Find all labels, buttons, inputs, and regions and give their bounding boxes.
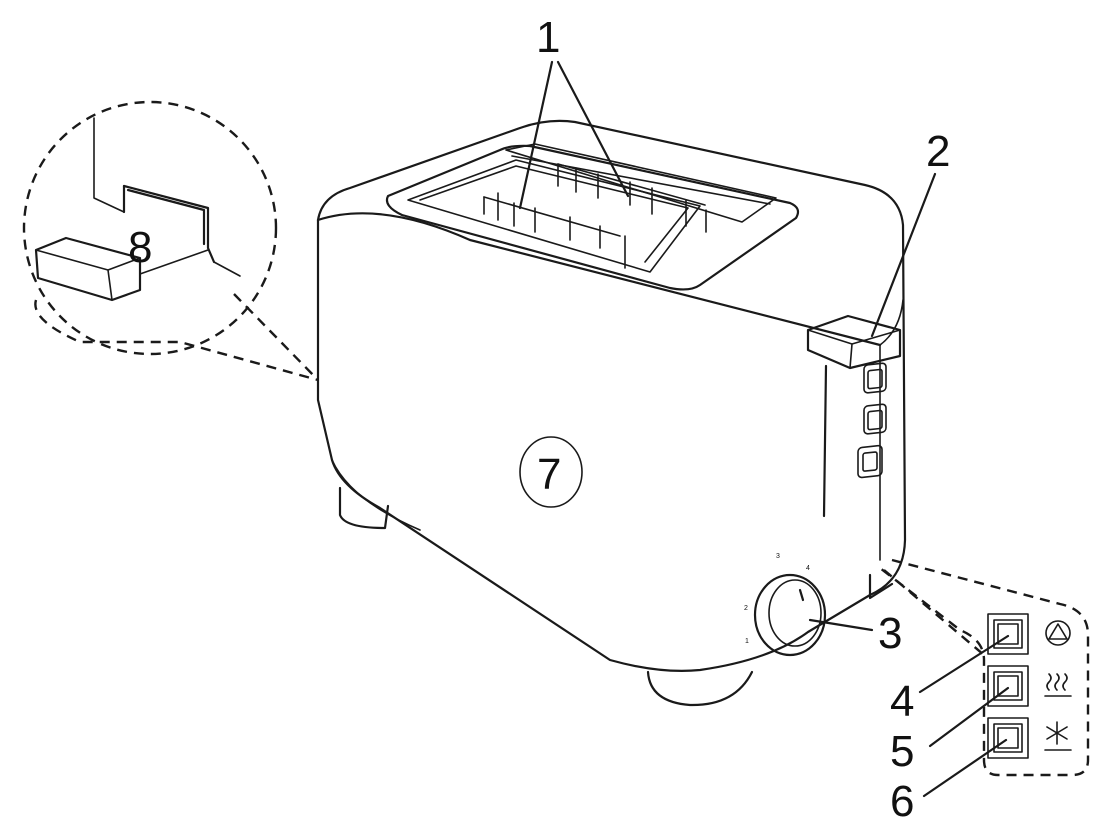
stop-triangle-icon (1045, 620, 1071, 646)
dial-number-4: 4 (806, 565, 810, 572)
reheat-button-frame (987, 665, 1029, 707)
cancel-button-frame (987, 613, 1029, 655)
browning-dial-label: 3 (878, 609, 902, 658)
browning-dial: 1 2 3 4 (744, 553, 827, 657)
control-panel-detail (879, 558, 1090, 777)
crumb-tray-detail: 8 (22, 100, 319, 382)
cancel-button-label: 4 (890, 677, 914, 726)
leader-lines (518, 60, 1010, 798)
defrost-button-frame (987, 717, 1029, 759)
defrost-button-label: 6 (890, 777, 914, 823)
defrost-snowflake-icon (1044, 721, 1072, 751)
crumb-tray-label: 8 (128, 223, 152, 272)
housing-callout: 7 (519, 436, 583, 508)
dial-number-3: 3 (776, 553, 780, 560)
toaster-feet (338, 486, 894, 707)
toaster-body (316, 119, 907, 672)
side-buttons (857, 362, 887, 479)
reheat-button-label: 5 (890, 727, 914, 776)
housing-label: 7 (537, 450, 561, 499)
callout-numbers: 1 2 3 4 5 6 (536, 13, 950, 826)
bread-slots (385, 143, 800, 291)
dial-number-2: 2 (744, 605, 748, 612)
dial-number-1: 1 (745, 638, 749, 645)
lever (806, 314, 902, 518)
reheat-waves-icon (1044, 673, 1072, 697)
lever-label: 2 (926, 127, 950, 176)
bread-slots-label: 1 (536, 13, 560, 62)
